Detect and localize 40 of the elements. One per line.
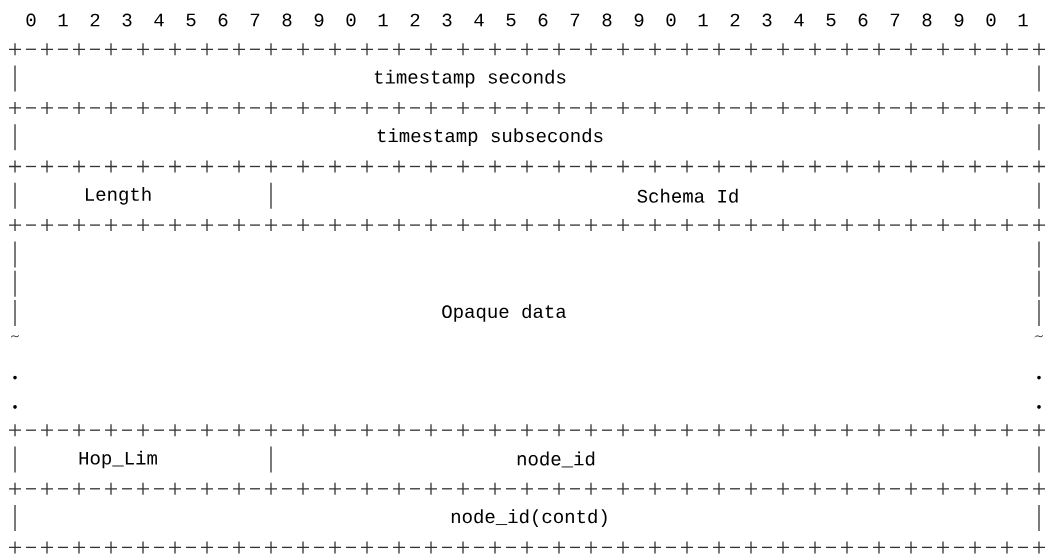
bit-number: 0	[986, 13, 996, 27]
bit-number: 6	[218, 13, 228, 27]
field-label: timestamp subseconds	[377, 128, 603, 147]
bit-number: 5	[506, 13, 516, 27]
bit-number: 7	[250, 13, 260, 27]
field-label: Schema Id	[637, 188, 738, 203]
bit-number: 8	[602, 13, 612, 27]
bit-number: 1	[58, 13, 68, 27]
bit-number: 4	[474, 13, 484, 27]
field-label: Opaque data	[442, 304, 567, 322]
bit-number: 1	[1018, 13, 1028, 27]
bit-number: 4	[794, 13, 804, 27]
bit-number: 5	[186, 13, 196, 27]
bit-number: 9	[634, 13, 644, 27]
field-label: node_id	[517, 451, 595, 468]
field-label: node_id(contd)	[451, 509, 607, 527]
bit-number: 3	[762, 13, 772, 27]
bit-number: 6	[858, 13, 868, 27]
bit-number: 6	[538, 13, 548, 27]
bit-number: 9	[954, 13, 964, 27]
field-label: timestamp seconds	[374, 69, 566, 88]
bit-number: 0	[346, 13, 356, 27]
bit-number: 3	[442, 13, 452, 27]
bit-number: 1	[378, 13, 388, 27]
bit-number: 1	[698, 13, 708, 27]
bit-number: 7	[890, 13, 900, 27]
bit-number: 4	[154, 13, 164, 27]
bit-number: 5	[826, 13, 836, 27]
bit-number: 0	[666, 13, 676, 27]
field-label: Hop_Lim	[79, 450, 157, 469]
bit-number: 7	[570, 13, 580, 27]
bit-number: 0	[26, 13, 36, 27]
bit-number: 8	[282, 13, 292, 27]
bit-number: 3	[122, 13, 132, 27]
bit-number: 2	[730, 13, 740, 27]
bit-number: 9	[314, 13, 324, 27]
bit-number: 2	[90, 13, 100, 27]
bit-number: 2	[410, 13, 420, 27]
field-label: Length	[86, 186, 151, 205]
bit-number: 8	[922, 13, 932, 27]
